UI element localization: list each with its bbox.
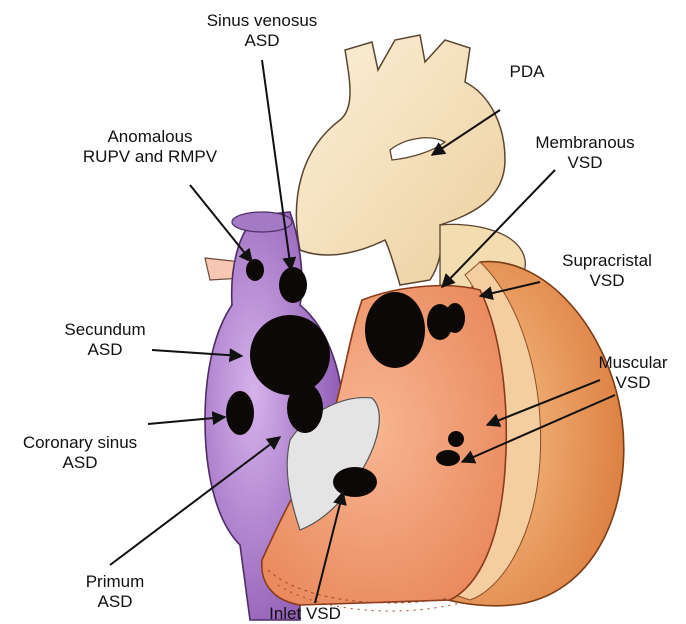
hole-anomalous-veins <box>246 259 264 281</box>
hole-membranous <box>365 292 425 368</box>
hole-supracristal-b <box>445 303 465 333</box>
hole-inlet <box>333 467 377 497</box>
label-pda: PDA <box>472 62 582 82</box>
hole-secundum <box>250 315 330 395</box>
hole-muscular-b <box>436 450 460 466</box>
hole-primum <box>287 383 323 433</box>
hole-sinus-venosus <box>279 267 307 303</box>
hole-muscular-a <box>448 431 464 447</box>
label-inlet: Inlet VSD <box>240 604 370 624</box>
hole-coronary-sinus <box>226 391 254 435</box>
